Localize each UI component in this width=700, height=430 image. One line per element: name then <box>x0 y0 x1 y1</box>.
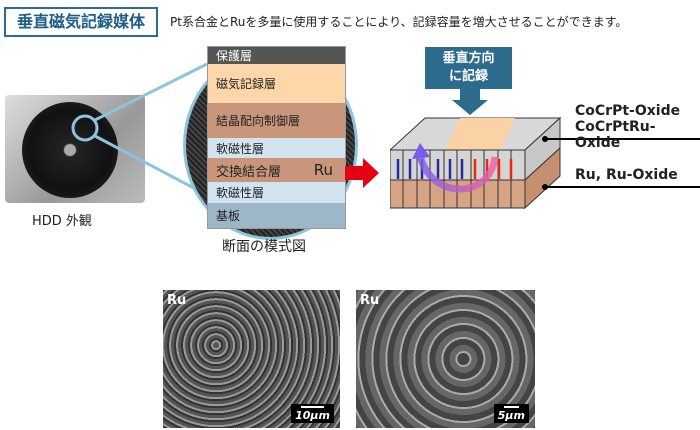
layer-label: 結晶配向制御層 <box>216 114 301 128</box>
layer-magnetic-recording: 磁気記録層 <box>208 64 345 103</box>
sem-image-2: Ru 5μm <box>356 290 535 428</box>
layer-label: 基板 <box>216 209 241 223</box>
leader-lines <box>545 138 700 188</box>
scale-bar: 5μm <box>493 404 529 423</box>
material-label-top-2: CoCrPtRu-Oxide <box>575 119 656 151</box>
layer-substrate: 基板 <box>208 203 345 228</box>
layer-protective: 保護層 <box>208 47 345 64</box>
hdd-caption: HDD 外観 <box>32 214 92 229</box>
down-arrow-icon <box>452 88 488 115</box>
layer-orientation-control: 結晶配向制御層 <box>208 103 345 138</box>
page-title: 垂直磁気記録媒体 <box>4 7 158 37</box>
red-arrow-icon <box>345 158 379 188</box>
layer-label: 軟磁性層 <box>216 186 265 200</box>
layer-material: Ru <box>313 161 333 179</box>
layer-label: 交換結合層 <box>216 164 282 180</box>
layer-label: 保護層 <box>216 49 253 63</box>
record-direction-label: 垂直方向に記録 <box>425 47 512 89</box>
material-label-bottom: Ru, Ru-Oxide <box>575 167 678 183</box>
material-label-top-1: CoCrPt-Oxide <box>575 103 681 119</box>
sem-label: Ru <box>167 293 187 308</box>
layer-label: 磁気記録層 <box>216 77 277 91</box>
stack-caption: 断面の模式図 <box>222 239 306 255</box>
sem-label: Ru <box>360 293 380 308</box>
layer-exchange-coupling: 交換結合層 Ru <box>208 158 345 182</box>
sem-image-1: Ru 10μm <box>163 290 340 428</box>
scale-bar: 10μm <box>291 404 334 423</box>
layer-label: 軟磁性層 <box>216 141 265 156</box>
media-block-diagram <box>390 116 562 210</box>
layer-stack: 保護層 磁気記録層 結晶配向制御層 軟磁性層 交換結合層 Ru 軟磁性層 基板 <box>207 46 346 229</box>
headline: Pt系合金とRuを多量に使用することにより、記録容量を増大させることができます。 <box>170 15 628 29</box>
layer-soft-magnetic: 軟磁性層 <box>208 138 345 158</box>
layer-soft-magnetic-2: 軟磁性層 <box>208 182 345 203</box>
